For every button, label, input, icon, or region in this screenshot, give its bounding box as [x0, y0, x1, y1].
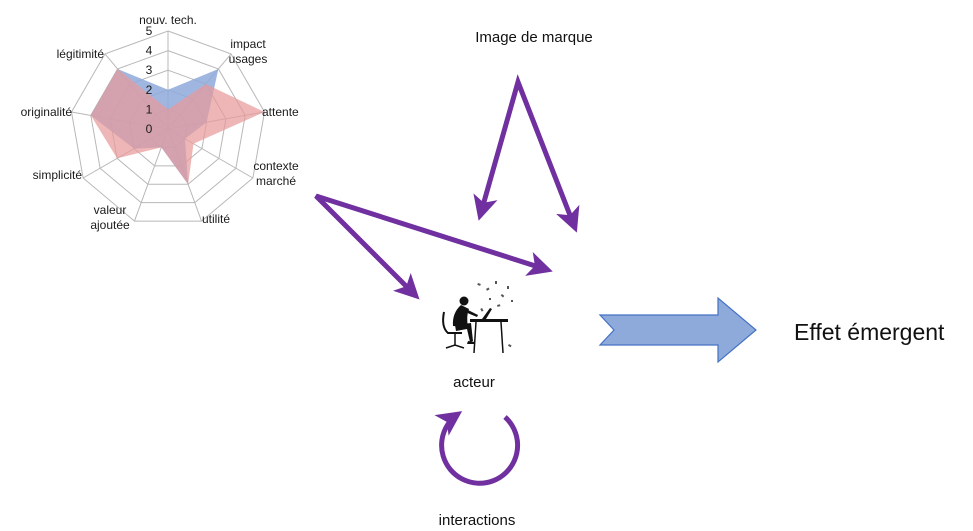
radar-tick-label: 4	[146, 44, 153, 58]
effet-block-arrow	[598, 296, 757, 364]
radar-tick-label: 1	[146, 102, 153, 116]
arrow-image-de-marque	[473, 74, 580, 233]
radar-tick-label: 0	[146, 122, 153, 136]
radar-axis-label: légitimité	[57, 47, 105, 61]
arrow-contexte-to-acteur	[314, 193, 553, 300]
radar-series-polygon	[90, 68, 265, 185]
radar-axis-label: utilité	[202, 212, 230, 226]
radar-axis-label: nouv. tech.	[139, 13, 197, 27]
label-interactions: interactions	[439, 512, 516, 529]
radar-tick-label: 5	[146, 24, 153, 38]
radar-tick-label: 3	[146, 63, 153, 77]
woman-at-desk-icon	[442, 281, 513, 354]
radar-tick-label: 2	[146, 83, 153, 97]
radar-ring	[70, 30, 266, 222]
radar-axis-label: attente	[262, 105, 299, 119]
radar-tick-labels: 0 1 2 3 4 5	[146, 24, 153, 136]
label-acteur: acteur	[453, 374, 495, 391]
label-effet-emergent: Effet émergent	[794, 319, 945, 345]
radar-series	[90, 68, 265, 185]
radar-ring	[90, 50, 246, 204]
radar-axis-label: simplicité	[33, 168, 83, 182]
interactions-cycle-arrow	[434, 411, 521, 486]
flow-arrows	[314, 74, 580, 486]
radar-axis-label: originalité	[21, 105, 73, 119]
label-image-de-marque: Image de marque	[475, 29, 593, 46]
